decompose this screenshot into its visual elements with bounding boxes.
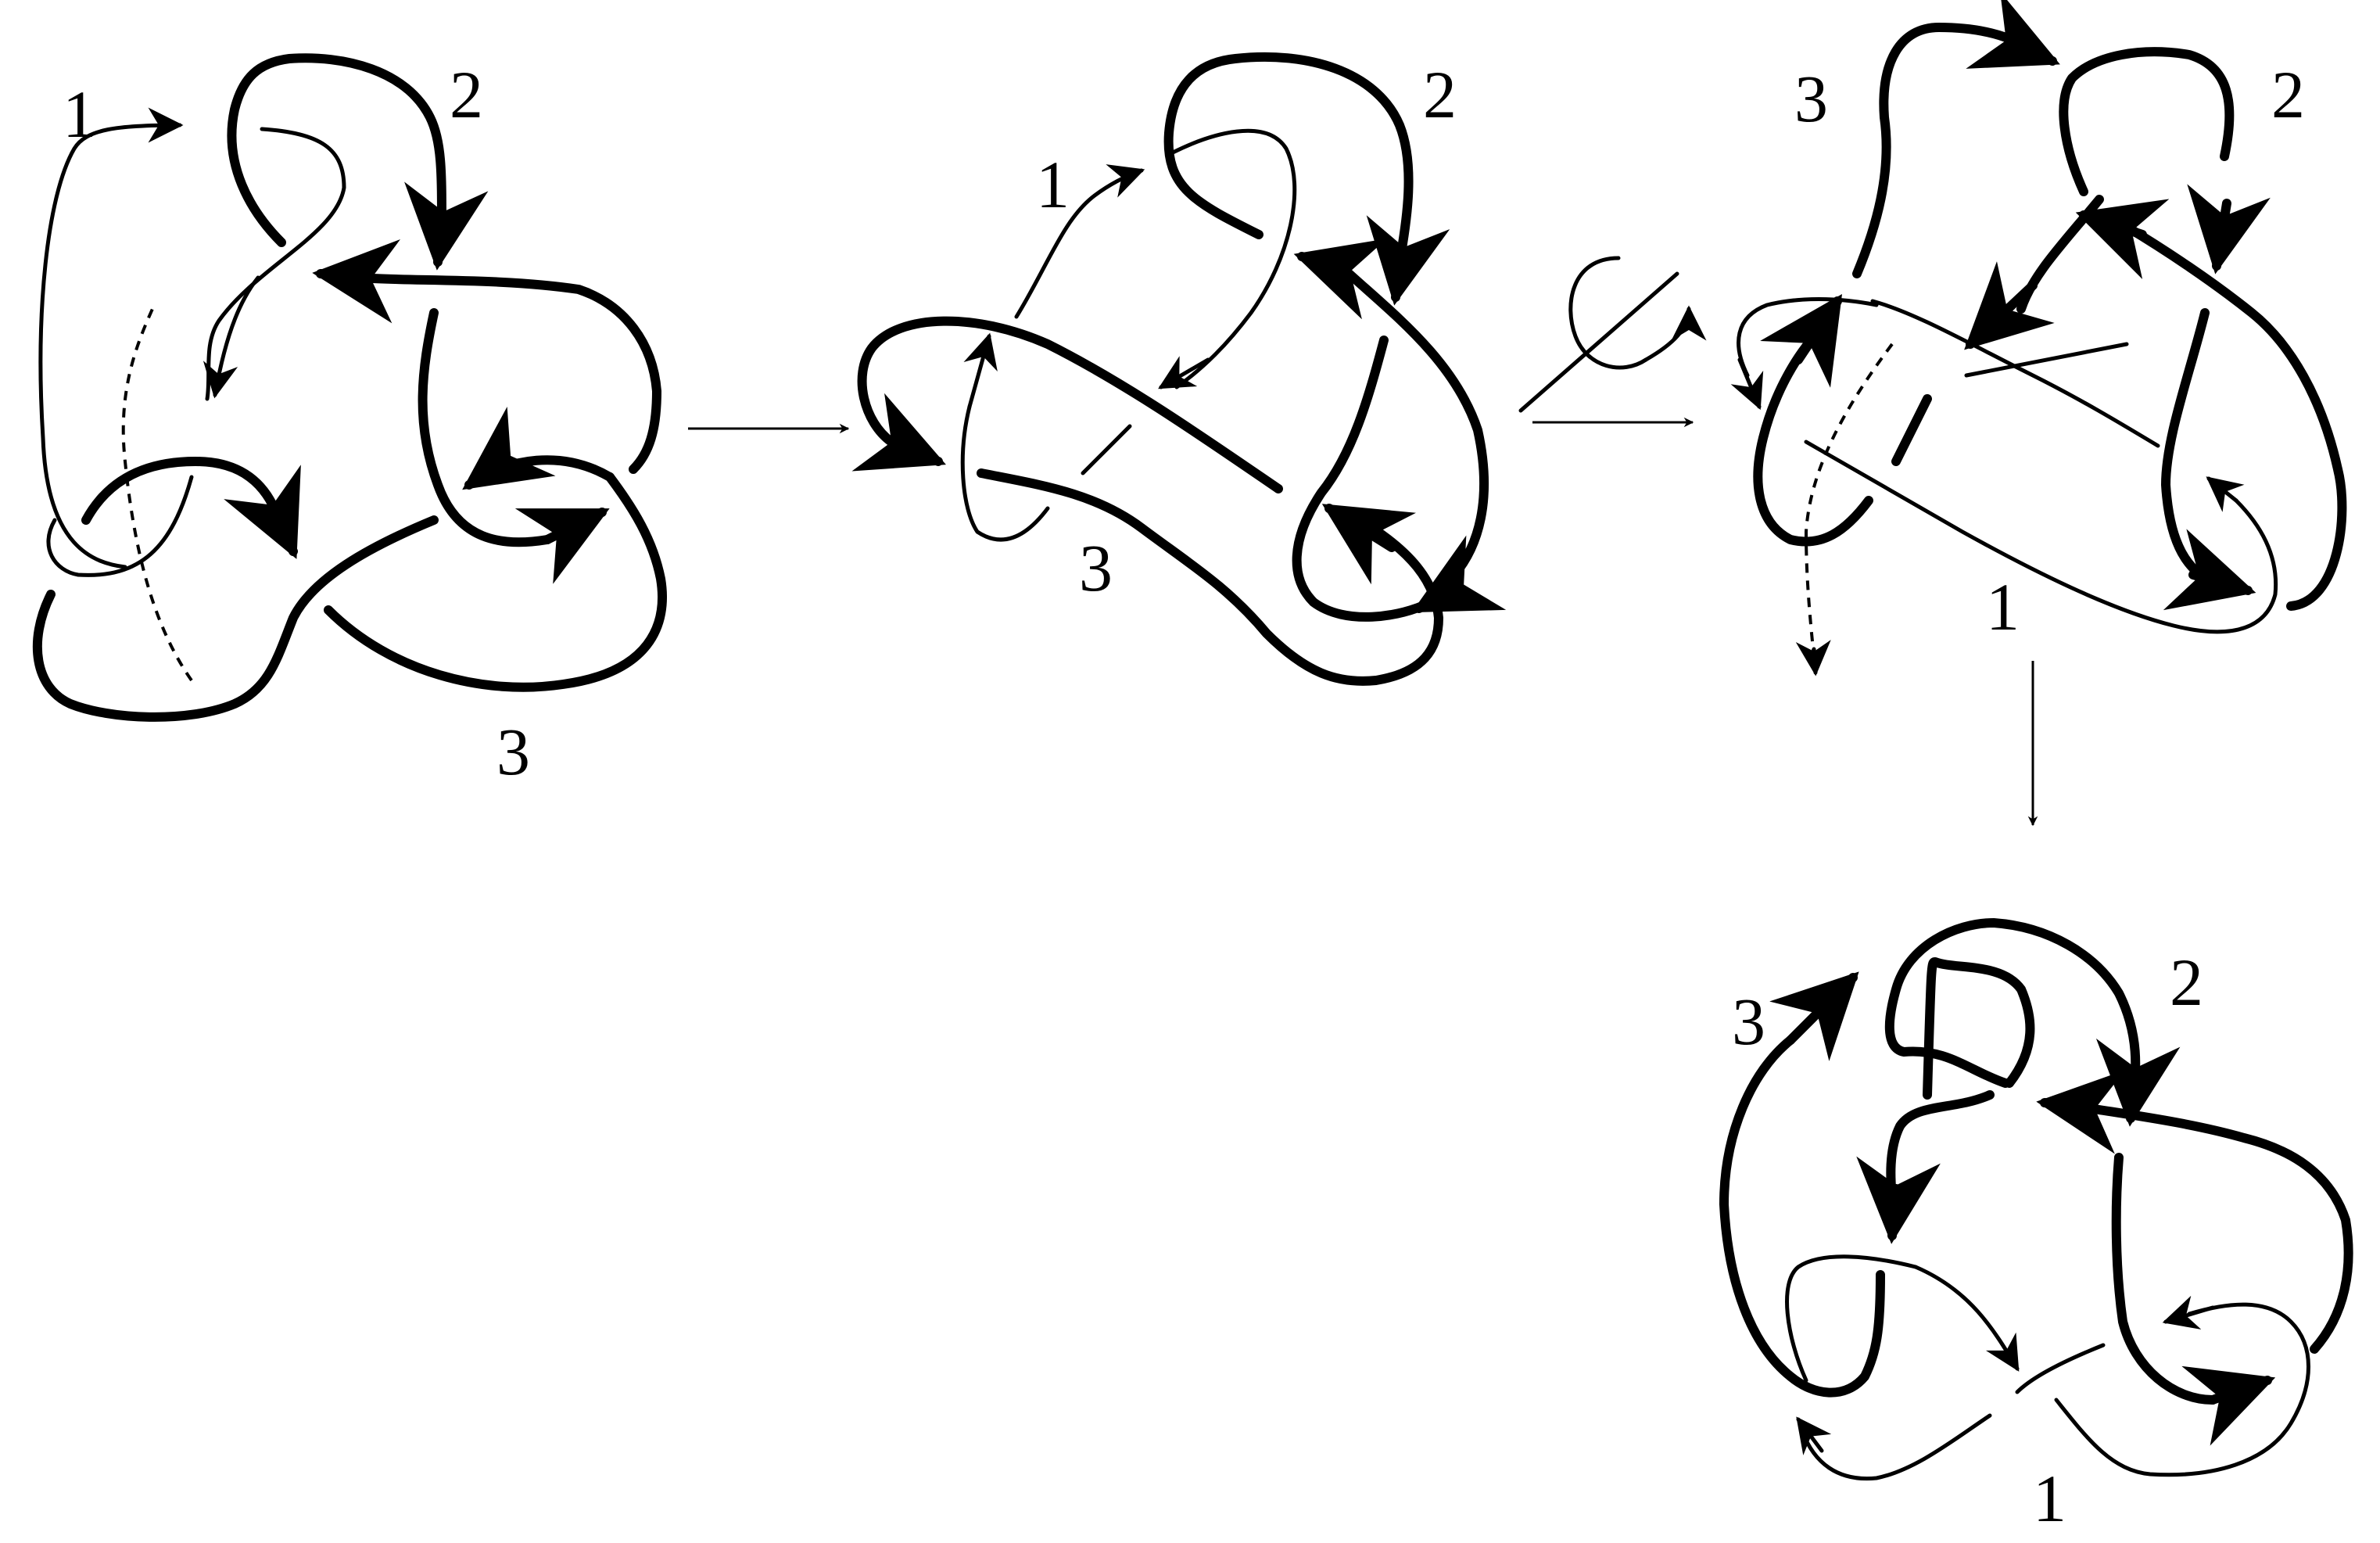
panel-4-strand-3e [1769, 971, 1859, 1061]
panel-2-strand-1d [1081, 424, 1132, 475]
panel-4-knot: 3 2 1 [1719, 918, 2353, 1536]
panel-1-strand-2d [514, 508, 610, 584]
panel-3-strand-1f [1964, 342, 2129, 378]
panel-2-strand-3 [857, 316, 1283, 493]
panel-3-knot: 3 2 1 [1730, 0, 2347, 676]
panel-3-label-3: 3 [1794, 61, 1828, 136]
panel-1-strand-1c [203, 275, 260, 399]
panel-2-label-1: 1 [1036, 147, 1070, 222]
panel-4-strand-3 [1923, 957, 2035, 1100]
panel-1-strand-2c [418, 308, 552, 547]
panel-1-strand-2f [312, 239, 401, 324]
panel-2-strand-1c [1158, 356, 1210, 389]
panel-2-label-3: 3 [1079, 530, 1113, 605]
panel-4-strand-2e [2075, 1102, 2353, 1354]
panel-1-strand-2e [355, 273, 661, 474]
panel-2-strand-3c [977, 468, 1443, 686]
panel-3-strand-3c [2016, 195, 2104, 314]
panel-3-label-1: 1 [1986, 569, 2020, 644]
panel-3-strand-1d [1737, 297, 1879, 378]
panel-3-strand-3e [1891, 394, 1932, 466]
panel-4-strand-1c [2015, 1343, 2106, 1394]
panel-3-strand-2d [2163, 529, 2256, 611]
panel-3-strand-3 [1852, 23, 2038, 278]
panel-2-strand-1 [1014, 164, 1145, 319]
panel-1-strand-1 [38, 107, 184, 569]
panel-4-label-1: 1 [2033, 1461, 2066, 1536]
panel-3-strand-2f [2075, 199, 2170, 279]
panel-2-strand-2c [1292, 336, 1436, 622]
panel-4-strand-1 [1785, 1254, 1918, 1383]
panel-3-strand-3g [1760, 294, 1842, 388]
rotation-arc-right [1643, 305, 1707, 362]
panel-4-label-3: 3 [1732, 984, 1765, 1059]
panel-2-strand-1e [960, 404, 1050, 542]
panel-4-strand-3c [1856, 1156, 1941, 1244]
panel-1-strand-3e [462, 407, 615, 490]
panel-4-label-2: 2 [2170, 945, 2203, 1020]
panel-4-strand-2f [2036, 1070, 2126, 1154]
panel-3-strand-3d [1964, 261, 2055, 350]
panel-2-strand-2f [1293, 239, 1387, 320]
panel-3-strand-1 [1870, 299, 2160, 448]
panel-3-strand-2e [2122, 222, 2347, 611]
panel-1-knot: 1 2 3 [32, 53, 668, 789]
panel-3-strand-3f [1753, 324, 1873, 547]
panel-1-dashed-path [121, 308, 193, 682]
panel-4-strand-3d [1719, 1035, 1885, 1398]
panel-4-strand-2c [2111, 1153, 2217, 1405]
panel-3-dashed-end [1795, 640, 1831, 676]
panel-1-strand-2 [227, 53, 446, 247]
panel-2-strand-2b [1366, 215, 1450, 306]
panel-1-label-3: 3 [496, 714, 530, 789]
panel-2-knot: 1 2 3 [851, 52, 1507, 686]
panel-3-strand-1e [1730, 357, 1764, 411]
panel-4-strand-2 [1884, 918, 2141, 1107]
panel-1-label-2: 2 [450, 57, 483, 132]
panel-3-strand-2c [2161, 308, 2217, 587]
panel-4-strand-1g [2162, 1295, 2215, 1329]
panel-4-strand-1b [1913, 1265, 2020, 1372]
panel-2-strand-1f [963, 332, 998, 409]
panel-2-strand-2 [1163, 52, 1414, 267]
panel-3-strand-1b [1804, 440, 2278, 634]
panel-1-label-1: 1 [63, 77, 96, 152]
panel-2-strand-1b [1170, 128, 1297, 389]
panel-1-strand-3 [32, 515, 439, 722]
panel-3-strand-1c [2206, 476, 2245, 512]
panel-1-strand-3d [324, 472, 668, 692]
panel-1-strand-3b [81, 457, 282, 525]
panel-1-strand-1b [205, 127, 346, 401]
panel-3-strand-3b [1966, 0, 2060, 69]
panel-2-strand-2d [1411, 535, 1507, 613]
panel-4-strand-1e [1796, 1416, 1832, 1455]
panel-1-strand-3c [224, 465, 301, 559]
panel-3-dashed-path [1804, 343, 1894, 658]
panel-2-strand-3b [851, 393, 946, 472]
panel-3-strand-2 [2059, 47, 2235, 196]
panel-2-strand-2e [1340, 265, 1489, 580]
rotation-symbol [1518, 256, 1707, 413]
panel-4-strand-1d [1800, 1413, 1992, 1481]
panel-1-strand-2b [404, 181, 489, 271]
panel-4-strand-1f [2054, 1302, 2310, 1477]
panel-4-strand-2d [2181, 1365, 2276, 1446]
panel-2-label-2: 2 [1423, 57, 1457, 132]
panel-2-strand-3d [1321, 504, 1417, 585]
panel-4-strand-3b [1886, 1090, 1995, 1201]
panel-3-label-2: 2 [2271, 57, 2305, 132]
panel-3-strand-2b [2187, 184, 2271, 275]
rotation-arc-left [1568, 256, 1648, 370]
panel-1-strand-1d [46, 475, 194, 577]
rotation-axis [1518, 271, 1679, 413]
